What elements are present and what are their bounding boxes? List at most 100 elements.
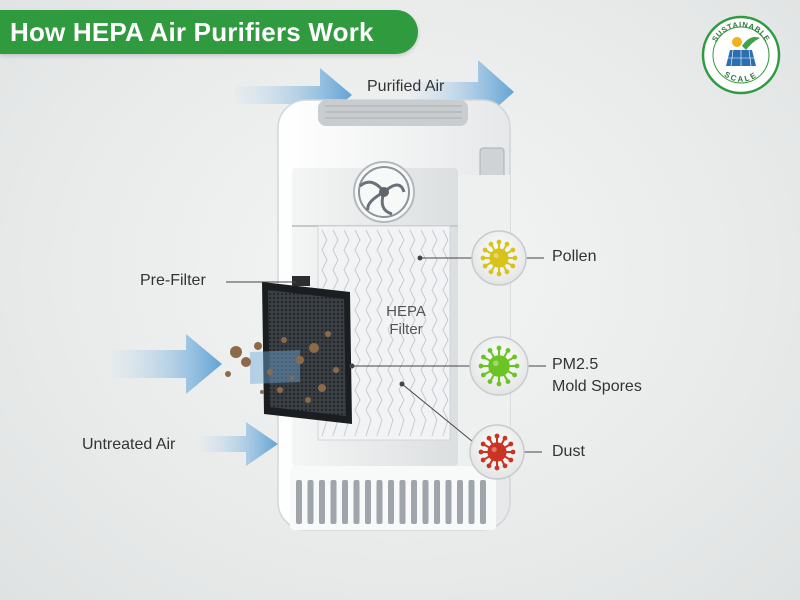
virus-spike-tip xyxy=(488,241,494,247)
virus-spike-tip xyxy=(496,381,502,387)
debris-particle xyxy=(230,346,242,358)
dust-particles xyxy=(225,331,339,403)
grille-slot xyxy=(342,480,348,524)
virus-highlight xyxy=(493,253,499,259)
label-purified-air: Purified Air xyxy=(367,78,445,95)
top-grille xyxy=(318,100,468,126)
debris-particle xyxy=(225,371,231,377)
virus-core xyxy=(487,442,507,462)
label-mold-spores: Mold Spores xyxy=(552,378,642,395)
grille-slot xyxy=(388,480,394,524)
hepa-pleat xyxy=(365,229,372,437)
leader-dot-pollen xyxy=(417,255,423,261)
untreated-air-arrows xyxy=(112,334,300,466)
virus-spike-tip xyxy=(494,433,500,439)
virus-spike-tip xyxy=(510,449,516,455)
grille-slot xyxy=(319,480,325,524)
grille-slot xyxy=(411,480,417,524)
virus-spike-tip xyxy=(508,457,514,463)
virus-spike-tip xyxy=(480,441,486,447)
virus-spike-tip xyxy=(486,435,492,441)
label-hepa-filter: HEPA Filter xyxy=(374,303,438,339)
top-grille-slots xyxy=(325,105,462,119)
virus-spike-tip xyxy=(480,457,486,463)
leader-dust xyxy=(401,383,479,447)
grille-slot xyxy=(365,480,371,524)
label-pre-filter: Pre-Filter xyxy=(140,272,206,289)
virus-spike-tip xyxy=(481,372,486,378)
hepa-pleat xyxy=(387,229,394,437)
debris-particle xyxy=(281,337,287,343)
debris-particle xyxy=(309,343,319,353)
untreated-arrow-lower xyxy=(200,422,278,466)
grille-slot xyxy=(399,480,406,524)
untreated-air-stream xyxy=(250,350,300,384)
side-panel xyxy=(458,175,510,465)
hepa-pleat xyxy=(420,229,427,437)
virus-spike-tip xyxy=(481,354,486,360)
virus-spike-tip xyxy=(487,379,493,384)
pre-filter-mesh xyxy=(262,276,352,424)
grille-slot xyxy=(376,480,383,524)
virus-spike-tip xyxy=(478,363,484,369)
grille-slot xyxy=(330,480,337,524)
virus-spike-tip xyxy=(480,255,486,261)
top-vent-side xyxy=(479,147,505,179)
virus-spike-tip xyxy=(514,363,520,369)
title-banner: How HEPA Air Purifiers Work xyxy=(0,10,418,54)
debris-particle xyxy=(318,384,326,392)
virus-spike-tip xyxy=(482,263,488,269)
grille-slot xyxy=(457,480,463,524)
virus-spike-tip xyxy=(486,463,492,469)
leader-dot-pm25 xyxy=(349,363,355,369)
hepa-pleat xyxy=(409,229,416,437)
grille-slot xyxy=(468,480,475,524)
leader-dot-dust xyxy=(399,381,405,387)
debris-particle xyxy=(290,376,294,380)
grille-slot xyxy=(445,480,452,524)
pollen-bubble xyxy=(471,230,527,286)
debris-particle xyxy=(333,367,339,373)
virus-spike-tip xyxy=(504,269,510,275)
dust-bubble xyxy=(469,424,525,480)
purifier-unit xyxy=(262,99,511,531)
debris-particle xyxy=(277,387,283,393)
debris-particle xyxy=(325,331,331,337)
bottom-grille xyxy=(296,480,486,524)
virus-spike-tip xyxy=(505,379,511,384)
debris-particle xyxy=(267,369,273,375)
virus-spike-tip xyxy=(494,465,500,471)
grille-slot xyxy=(434,480,440,524)
virus-core xyxy=(489,248,509,268)
pm25-particle-icon xyxy=(478,345,520,387)
hepa-pleat xyxy=(376,229,383,437)
debris-particle xyxy=(254,342,262,350)
logo-emblem-icon xyxy=(726,37,760,67)
virus-spike-tip xyxy=(512,255,518,261)
debris-particle xyxy=(241,357,251,367)
virus-spike-tip xyxy=(488,269,494,275)
virus-spike-tip xyxy=(510,263,516,269)
hepa-pleat xyxy=(354,229,361,437)
debris-particle xyxy=(296,356,304,364)
virus-spike-tip xyxy=(496,271,502,277)
hepa-pleat xyxy=(398,229,405,437)
grille-slot xyxy=(307,480,314,524)
virus-spike-tip xyxy=(508,441,514,447)
virus-spike-tip xyxy=(496,345,502,351)
grille-slot xyxy=(422,480,429,524)
leader-lines xyxy=(226,257,546,453)
label-hepa-line1: HEPA xyxy=(386,303,426,320)
virus-spike-tip xyxy=(502,463,508,469)
virus-spike-tip xyxy=(512,354,517,360)
label-pollen: Pollen xyxy=(552,248,597,265)
debris-particle xyxy=(260,390,264,394)
label-dust: Dust xyxy=(552,443,585,460)
grille-slot xyxy=(296,480,302,524)
debris-particle xyxy=(305,397,311,403)
virus-spike-tip xyxy=(487,348,493,353)
pollen-particle-icon xyxy=(480,239,518,277)
grille-slot xyxy=(480,480,486,524)
virus-highlight xyxy=(491,447,497,453)
